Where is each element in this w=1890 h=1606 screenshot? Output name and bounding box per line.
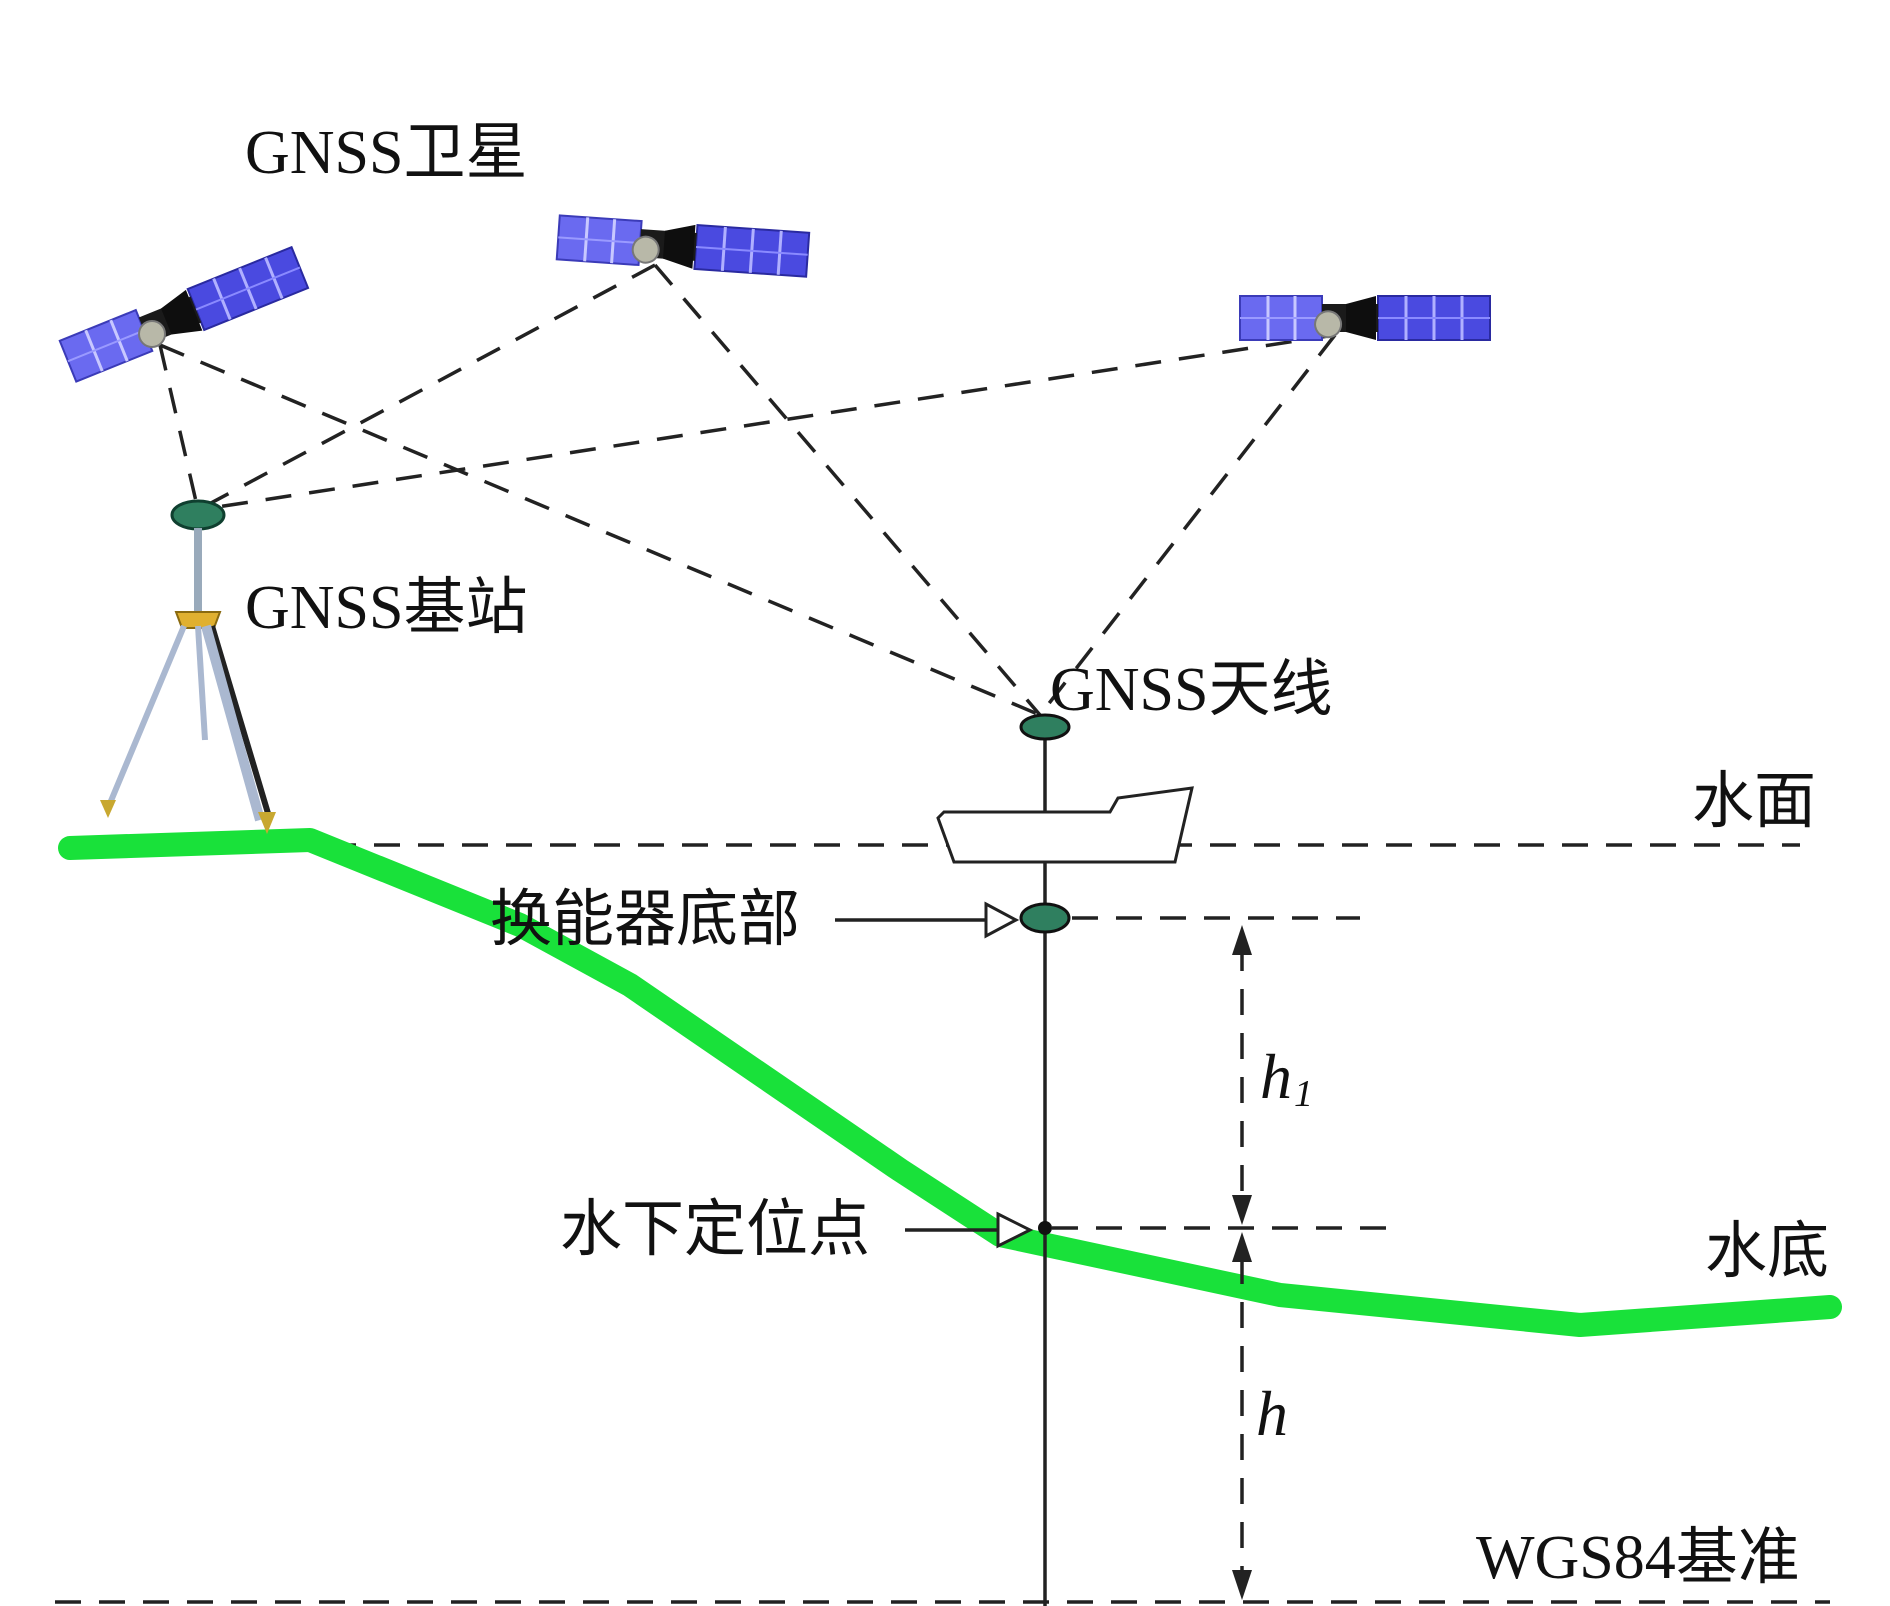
gnss-antenna-label: GNSS天线 xyxy=(1050,656,1333,724)
gnss-antenna-icon xyxy=(1019,713,1071,741)
h-dimension xyxy=(1232,1232,1252,1600)
tripod-gnss-icon xyxy=(100,499,276,834)
ship-icon xyxy=(936,786,1194,864)
transducer-bottom-label: 换能器底部 xyxy=(490,886,800,954)
wgs84-datum-label: WGS84基准 xyxy=(1476,1524,1800,1592)
satellite-icon xyxy=(540,129,826,363)
signal-line-sat1-antenna xyxy=(159,343,1041,717)
underwater-point-marker xyxy=(1038,1221,1052,1235)
signal-line-sat2-antenna xyxy=(653,263,1042,717)
signal-line-sat1-base xyxy=(158,344,200,511)
seabed-label: 水底 xyxy=(1705,1218,1829,1286)
underwater-pointer-arrow xyxy=(996,1211,1034,1249)
gnss-base-station-label: GNSS基站 xyxy=(245,574,528,642)
water-surface-label: 水面 xyxy=(1692,768,1816,836)
signal-line-sat3-base xyxy=(197,333,1336,512)
signal-line-sat3-antenna xyxy=(1038,333,1337,717)
gnss-satellites-label: GNSS卫星 xyxy=(245,119,528,187)
h1-dimension xyxy=(1232,925,1252,1225)
signal-lines xyxy=(158,263,1337,717)
transducer-pointer-arrow xyxy=(984,901,1020,939)
satellite-icon xyxy=(58,245,310,384)
h1-label: h1 xyxy=(1260,1041,1313,1115)
h-label: h xyxy=(1256,1378,1288,1449)
seabed-profile xyxy=(58,828,1842,1337)
transducer-icon xyxy=(1019,902,1071,934)
satellite-icon xyxy=(1223,207,1507,429)
underwater-point-label: 水下定位点 xyxy=(560,1196,870,1264)
